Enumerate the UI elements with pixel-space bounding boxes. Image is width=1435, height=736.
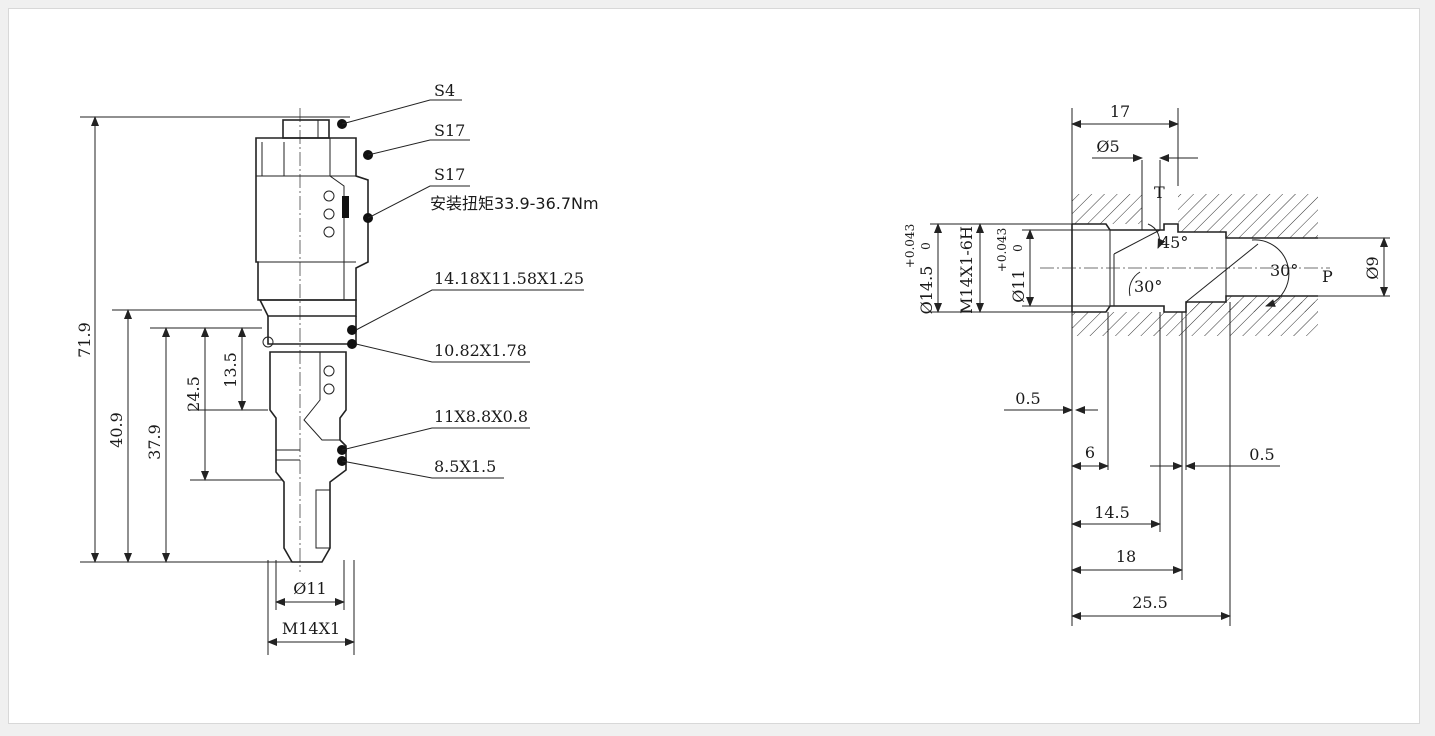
dim-17: 17 [1110, 102, 1130, 121]
tol-11-lower: 0 [1011, 244, 1025, 252]
callout-oring-2: 10.82X1.78 [434, 341, 527, 360]
dim-24-5: 24.5 [184, 376, 203, 412]
dim-dia-9: Ø9 [1363, 256, 1382, 279]
dim-dia-11: Ø11 [1009, 269, 1028, 302]
callout-s17-a: S17 [434, 121, 465, 140]
valve-drawing: S4 S17 S17 安装扭矩33.9-36.7Nm 14.18X11.58X1… [75, 81, 599, 655]
tol-11-upper: +0.043 [995, 228, 1009, 272]
dim-37-9: 37.9 [145, 424, 164, 460]
dim-m14x1-6h: M14X1-6H [957, 226, 976, 314]
dim-0-5-left: 0.5 [1015, 389, 1040, 408]
angle-30-a: 30° [1134, 277, 1162, 296]
dim-dia-11: Ø11 [293, 579, 326, 598]
callout-backup-ring: 11X8.8X0.8 [434, 407, 528, 426]
callout-torque: 安装扭矩33.9-36.7Nm [430, 194, 599, 213]
dim-dia-14-5: Ø14.5 [917, 266, 936, 315]
dim-40-9: 40.9 [107, 412, 126, 448]
cavity-drawing: 17 Ø5 T 45° 30° 30° P Ø14.5 +0.043 0 M14… [903, 102, 1390, 626]
dim-14-5: 14.5 [1094, 503, 1130, 522]
dim-6: 6 [1085, 443, 1095, 462]
callout-oring-1: 14.18X11.58X1.25 [434, 269, 584, 288]
port-p-label: P [1322, 267, 1333, 286]
dim-dia-5: Ø5 [1096, 137, 1119, 156]
callout-s4: S4 [434, 81, 455, 100]
dim-13-5: 13.5 [221, 352, 240, 388]
dim-0-5-right: 0.5 [1249, 445, 1274, 464]
port-t-label: T [1154, 183, 1165, 202]
angle-30-b: 30° [1270, 261, 1298, 280]
dim-71-9: 71.9 [75, 322, 94, 358]
callout-oring-3: 8.5X1.5 [434, 457, 496, 476]
dim-m14x1: M14X1 [282, 619, 340, 638]
angle-45: 45° [1160, 233, 1188, 252]
tol-14-5-lower: 0 [919, 242, 933, 250]
tol-14-5-upper: +0.043 [903, 224, 917, 268]
dim-25-5: 25.5 [1132, 593, 1168, 612]
callout-s17-b: S17 [434, 165, 465, 184]
dim-18: 18 [1116, 547, 1136, 566]
